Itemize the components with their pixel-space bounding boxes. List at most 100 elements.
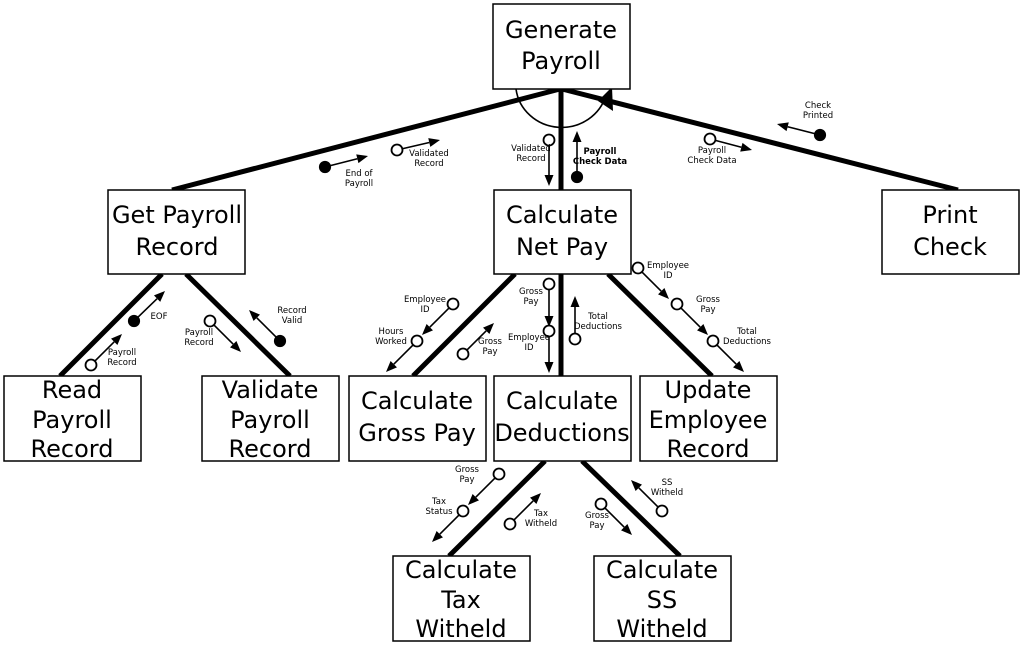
module-label: Calculate — [405, 556, 517, 584]
couple-label: Payroll — [698, 146, 726, 156]
couple-shaft — [256, 317, 277, 338]
couple-label: Employee — [508, 333, 550, 343]
couple-arrowhead — [697, 324, 708, 335]
couple-arrowhead — [777, 122, 789, 132]
module-calculate-ss-witheld: Calculate SS Witheld — [593, 555, 732, 643]
couple-label: Valid — [282, 316, 302, 326]
module-update-employee-record: Update Employee Record — [639, 375, 778, 463]
module-calculate-net-pay: Calculate Net Pay — [493, 189, 632, 275]
conn-generate-to-print-check — [561, 86, 959, 193]
couple-label: Validated — [409, 149, 449, 159]
couple-shaft — [213, 324, 234, 345]
couple-label: Worked — [375, 337, 407, 347]
couple-arrowhead — [740, 142, 752, 152]
couple-label: Gross — [519, 287, 544, 297]
conn-deductions-to-tax — [447, 459, 547, 558]
couple-shaft — [680, 307, 701, 328]
couple-label: Deductions — [574, 322, 623, 332]
data-couple-icon — [706, 334, 720, 348]
couple-label: End of — [345, 169, 373, 179]
couple-label: Gross — [585, 511, 610, 521]
module-label: Gross Pay — [358, 419, 476, 447]
couple-arrowhead — [621, 524, 632, 535]
module-label: Record — [136, 233, 219, 261]
couple-label: Tax — [431, 497, 446, 507]
couple-arrowhead — [544, 175, 554, 186]
couple-label: ID — [524, 343, 534, 353]
couple-shaft — [466, 330, 487, 351]
couple-shaft — [604, 507, 625, 528]
module-get-payroll-record: Get Payroll Record — [107, 189, 246, 275]
conn-generate-to-get-record — [171, 86, 561, 193]
data-couple-icon — [542, 277, 556, 291]
couple-arrowhead — [544, 362, 554, 373]
couple-label: Employee — [404, 295, 446, 305]
couple-shaft — [393, 344, 414, 365]
couple-arrowhead — [386, 361, 397, 372]
couple-arrowhead — [530, 493, 541, 504]
couple-label: Total — [736, 327, 757, 337]
data-couple-icon — [84, 358, 98, 372]
couple-label: Pay — [524, 297, 539, 307]
couple-label: Payroll — [584, 147, 617, 157]
couple-label: Payroll — [345, 179, 373, 189]
control-flag-icon — [127, 314, 141, 328]
couple-label: Record — [107, 358, 136, 368]
control-flag-icon — [813, 128, 827, 142]
connections — [58, 86, 959, 558]
data-couple-icon — [594, 497, 608, 511]
module-label: Record — [229, 435, 312, 463]
couple-label: Record — [516, 154, 545, 164]
conn-get-record-to-validate — [184, 272, 292, 378]
couple-label: Witheld — [525, 519, 557, 529]
couple-label: Pay — [483, 347, 498, 357]
control-flag-icon — [273, 334, 287, 348]
module-label: Read — [42, 376, 102, 404]
module-label: Net Pay — [516, 233, 608, 261]
couple-arrowhead — [570, 296, 580, 307]
data-couple-icon — [670, 297, 684, 311]
couple-shaft — [439, 514, 460, 535]
couple-label: Check Data — [573, 157, 628, 167]
data-couple-icon — [542, 324, 556, 338]
couple-label: Pay — [460, 475, 475, 485]
module-label: SS — [647, 586, 677, 614]
couple-label: ID — [420, 305, 430, 315]
data-couple-icon — [655, 504, 669, 518]
couple-label: Pay — [701, 305, 716, 315]
couple-label: SS — [662, 478, 673, 488]
module-label: Get Payroll — [112, 201, 242, 229]
module-label: Check — [913, 233, 987, 261]
module-label: Payroll — [32, 406, 112, 434]
data-couple-icon — [446, 297, 460, 311]
module-generate-payroll: Generate Payroll — [492, 3, 631, 90]
module-label: Print — [922, 201, 977, 229]
couple-shaft — [330, 157, 358, 167]
control-flag-icon — [570, 170, 584, 184]
couple-shaft — [715, 139, 742, 148]
conn-get-record-to-read — [58, 272, 164, 378]
module-label: Record — [667, 435, 750, 463]
module-label: Validate — [222, 376, 319, 404]
couple-label: Employee — [647, 261, 689, 271]
conn-net-pay-to-update — [606, 272, 714, 378]
couple-label: Tax — [533, 509, 548, 519]
data-couple-icon — [390, 143, 404, 157]
data-couple-icon — [410, 334, 424, 348]
couple-label: Gross — [478, 337, 503, 347]
couple-shaft — [429, 307, 450, 328]
couple-arrowhead — [733, 361, 744, 372]
